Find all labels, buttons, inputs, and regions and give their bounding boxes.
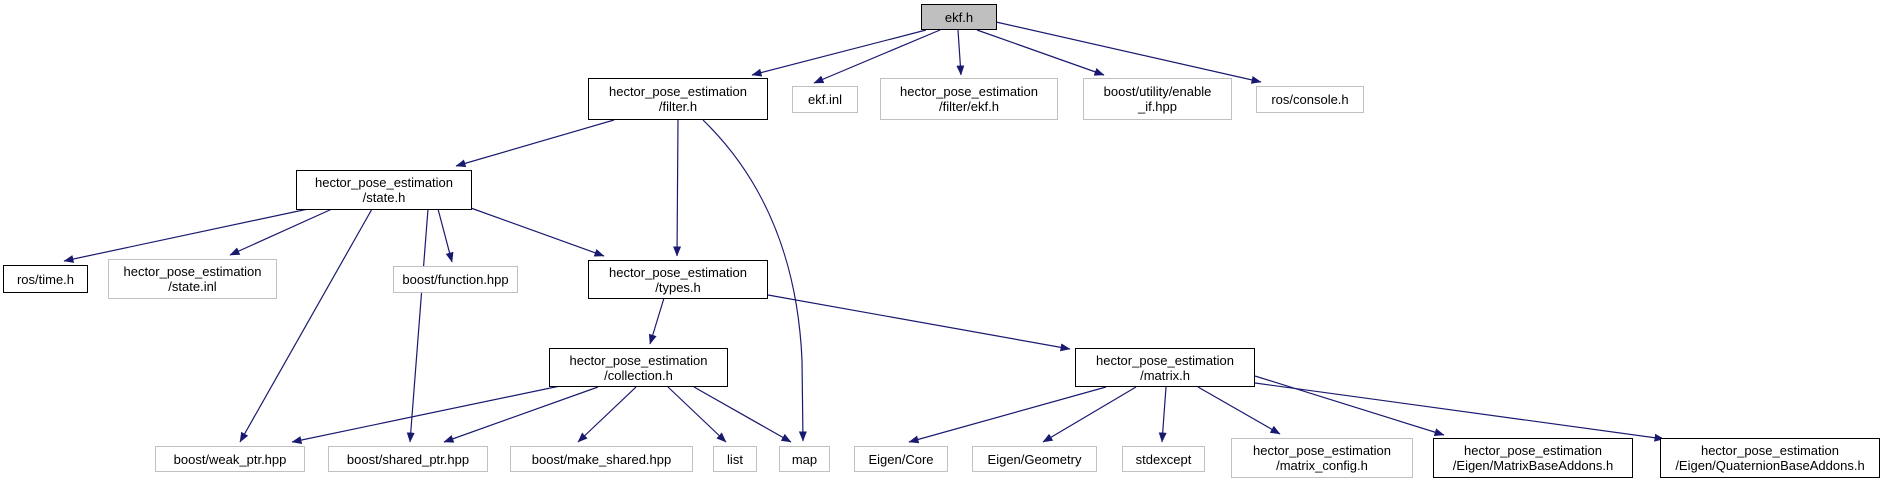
node-types-h[interactable]: hector_pose_estimation /types.h bbox=[588, 260, 768, 299]
node-label: hector_pose_estimation /Eigen/Quaternion… bbox=[1675, 443, 1865, 473]
edge-state.h-weak-ptr.hpp bbox=[239, 208, 373, 443]
edge-matrix.h-eigen-geometry bbox=[1042, 386, 1137, 443]
node-map: map bbox=[779, 446, 830, 472]
node-label: ekf.h bbox=[944, 9, 974, 25]
edge-filter.h-types.h bbox=[673, 119, 682, 257]
node-label: boost/weak_ptr.hpp bbox=[173, 451, 287, 467]
node-label: boost/shared_ptr.hpp bbox=[346, 451, 470, 467]
edge-ekf.h-filter.h bbox=[751, 29, 927, 77]
node-filter-ekf-h: hector_pose_estimation /filter/ekf.h bbox=[880, 78, 1058, 120]
edge-matrix.h-matrix-base-addons.h bbox=[1254, 375, 1445, 436]
edge-matrix.h-matrix-config.h bbox=[1197, 386, 1281, 435]
node-label: hector_pose_estimation /collection.h bbox=[569, 352, 708, 383]
node-label: boost/make_shared.hpp bbox=[531, 451, 672, 467]
edge-ekf.h-ros-console.h bbox=[995, 21, 1262, 84]
edge-collection.h-list bbox=[667, 386, 727, 443]
node-label: hector_pose_estimation /matrix_config.h bbox=[1252, 443, 1392, 473]
node-boost-function-hpp: boost/function.hpp bbox=[393, 266, 518, 293]
edge-collection.h-map bbox=[693, 386, 792, 443]
edge-collection.h-weak-ptr.hpp bbox=[291, 385, 561, 444]
node-state-inl: hector_pose_estimation /state.inl bbox=[108, 259, 277, 299]
node-label: hector_pose_estimation /matrix.h bbox=[1095, 352, 1235, 383]
node-matrix-h[interactable]: hector_pose_estimation /matrix.h bbox=[1075, 348, 1255, 387]
node-label: boost/function.hpp bbox=[402, 272, 509, 287]
edge-matrix.h-quaternion-base-addons.h bbox=[1254, 382, 1665, 442]
node-label: ekf.inl bbox=[808, 92, 842, 107]
node-quaternion-base-addons-h[interactable]: hector_pose_estimation /Eigen/Quaternion… bbox=[1660, 438, 1880, 478]
node-label: list bbox=[727, 451, 743, 467]
node-eigen-core: Eigen/Core bbox=[854, 446, 948, 472]
node-stdexcept: stdexcept bbox=[1122, 446, 1205, 472]
node-label: boost/utility/enable _if.hpp bbox=[1103, 84, 1212, 114]
node-label: ros/time.h bbox=[16, 271, 75, 287]
node-label: hector_pose_estimation /filter/ekf.h bbox=[899, 84, 1039, 114]
node-enable-if-hpp: boost/utility/enable _if.hpp bbox=[1083, 78, 1232, 120]
edge-state.h-state.inl bbox=[229, 208, 333, 256]
edge-ekf.h-enable-if.hpp bbox=[976, 29, 1105, 76]
node-label: ros/console.h bbox=[1271, 92, 1349, 107]
node-label: hector_pose_estimation /Eigen/MatrixBase… bbox=[1452, 443, 1614, 473]
node-label: stdexcept bbox=[1135, 451, 1192, 467]
node-ros-time-h[interactable]: ros/time.h bbox=[3, 265, 88, 293]
edge-state.h-ros-time.h bbox=[63, 208, 309, 263]
node-label: hector_pose_estimation /state.inl bbox=[123, 264, 262, 294]
node-ekf-inl: ekf.inl bbox=[792, 86, 858, 113]
edge-matrix.h-eigen-core bbox=[908, 386, 1107, 444]
node-filter-h[interactable]: hector_pose_estimation /filter.h bbox=[588, 78, 768, 120]
node-label: hector_pose_estimation /types.h bbox=[608, 264, 748, 295]
edge-types.h-collection.h bbox=[648, 297, 665, 345]
edge-ekf.h-ekf.inl bbox=[813, 29, 941, 84]
edge-state.h-types.h bbox=[467, 206, 605, 257]
edge-state.h-function.hpp bbox=[437, 208, 454, 263]
edge-filter.h-state.h bbox=[455, 119, 615, 168]
node-label: map bbox=[791, 451, 818, 467]
node-list: list bbox=[713, 446, 757, 472]
node-matrix-config-h: hector_pose_estimation /matrix_config.h bbox=[1231, 438, 1413, 478]
edge-collection.h-shared-ptr.hpp bbox=[443, 386, 599, 443]
node-boost-weak-ptr-hpp: boost/weak_ptr.hpp bbox=[155, 446, 305, 472]
node-label: hector_pose_estimation /filter.h bbox=[608, 84, 748, 114]
edge-types.h-matrix.h bbox=[767, 294, 1071, 352]
node-eigen-geometry: Eigen/Geometry bbox=[972, 446, 1097, 472]
node-ekf-h: ekf.h bbox=[921, 4, 997, 30]
node-state-h[interactable]: hector_pose_estimation /state.h bbox=[296, 170, 472, 210]
edge-ekf.h-filter-ekf.h bbox=[956, 29, 965, 76]
node-boost-shared-ptr-hpp: boost/shared_ptr.hpp bbox=[328, 446, 488, 472]
node-label: hector_pose_estimation /state.h bbox=[314, 175, 454, 205]
node-collection-h[interactable]: hector_pose_estimation /collection.h bbox=[549, 348, 728, 387]
edge-state.h-shared-ptr.hpp bbox=[406, 208, 429, 443]
edge-collection.h-make-shared.hpp bbox=[577, 386, 637, 443]
node-boost-make-shared-hpp: boost/make_shared.hpp bbox=[510, 446, 693, 472]
node-label: Eigen/Geometry bbox=[987, 451, 1082, 467]
node-label: Eigen/Core bbox=[868, 451, 934, 467]
node-ros-console-h: ros/console.h bbox=[1256, 86, 1364, 113]
edge-matrix.h-stdexcept bbox=[1158, 386, 1167, 443]
node-matrix-base-addons-h[interactable]: hector_pose_estimation /Eigen/MatrixBase… bbox=[1433, 438, 1633, 478]
